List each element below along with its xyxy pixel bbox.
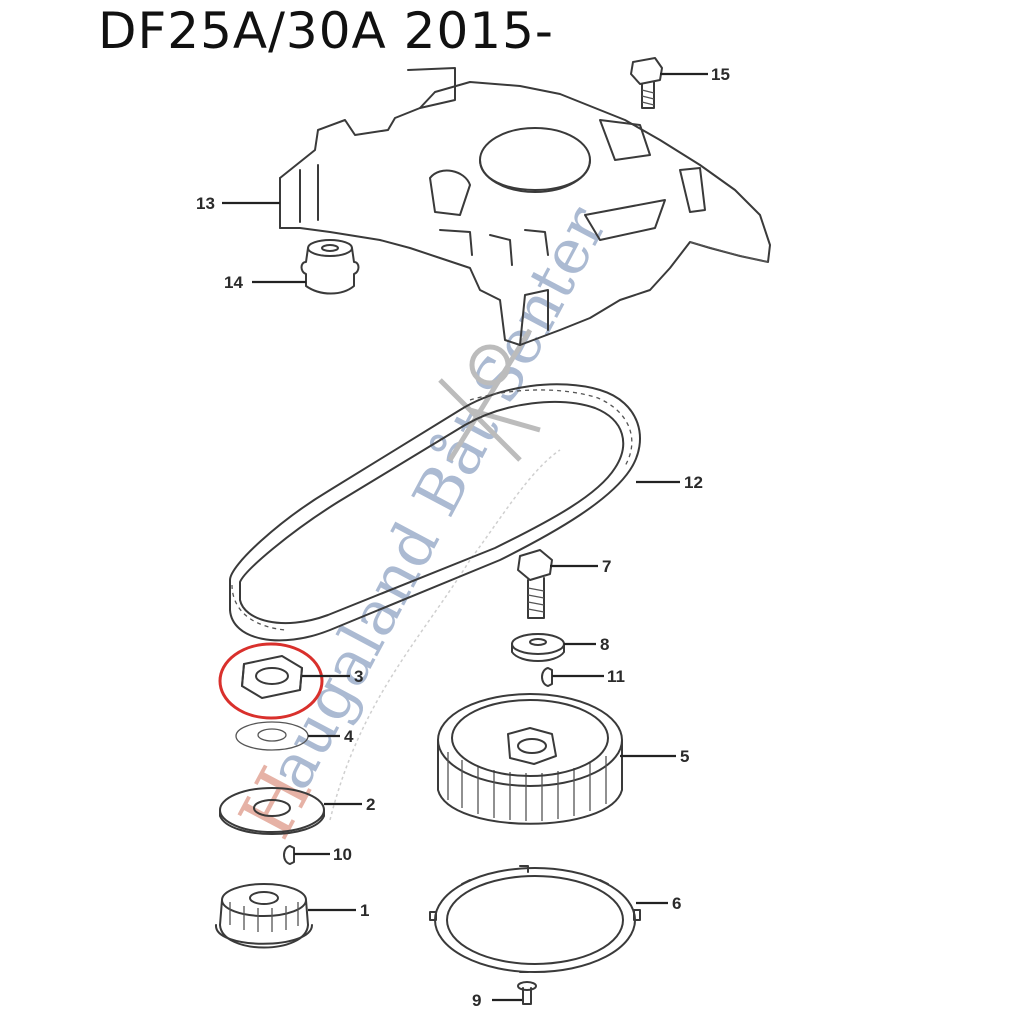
callout-8: 8 — [600, 635, 609, 654]
part-10-key — [283, 845, 295, 865]
callout-9: 9 — [472, 991, 481, 1010]
part-15-bolt — [630, 57, 663, 109]
page-title: DF25A/30A 2015- — [98, 2, 554, 60]
leader-lines — [222, 72, 708, 1002]
part-9-screw — [517, 981, 537, 1005]
callout-11: 11 — [607, 667, 625, 686]
callout-7: 7 — [602, 557, 611, 576]
part-14-grommet — [300, 239, 360, 295]
part-12-timing-belt — [229, 383, 641, 642]
part-5-cam-sprocket — [437, 693, 623, 825]
callout-10: 10 — [333, 845, 352, 864]
part-3-nut — [241, 655, 303, 699]
part-13-timing-cover — [279, 67, 771, 346]
watermark-text: augaland Båt Senter — [253, 195, 621, 801]
part-8-washer — [511, 633, 565, 662]
callout-15: 15 — [711, 65, 730, 84]
callout-1: 1 — [360, 901, 369, 920]
callout-13: 13 — [196, 194, 215, 213]
callout-3: 3 — [354, 667, 363, 686]
callout-2: 2 — [366, 795, 375, 814]
part-2-pulley-plate — [219, 787, 325, 835]
part-11-key — [541, 667, 553, 687]
callout-5: 5 — [680, 747, 689, 766]
part-1-crank-sprocket — [214, 883, 313, 949]
anchor-chain — [329, 449, 561, 821]
anchor-logo — [438, 328, 541, 462]
callout-12: 12 — [684, 473, 703, 492]
part-7-bolt — [517, 549, 553, 619]
callout-6: 6 — [672, 894, 681, 913]
callout-4: 4 — [344, 727, 354, 746]
highlight-ring-part-3 — [218, 642, 324, 720]
callout-14: 14 — [224, 273, 243, 292]
part-6-ring — [429, 865, 641, 973]
callout-labels: 15 13 14 12 7 8 11 3 4 5 2 10 1 6 9 — [196, 65, 730, 1010]
